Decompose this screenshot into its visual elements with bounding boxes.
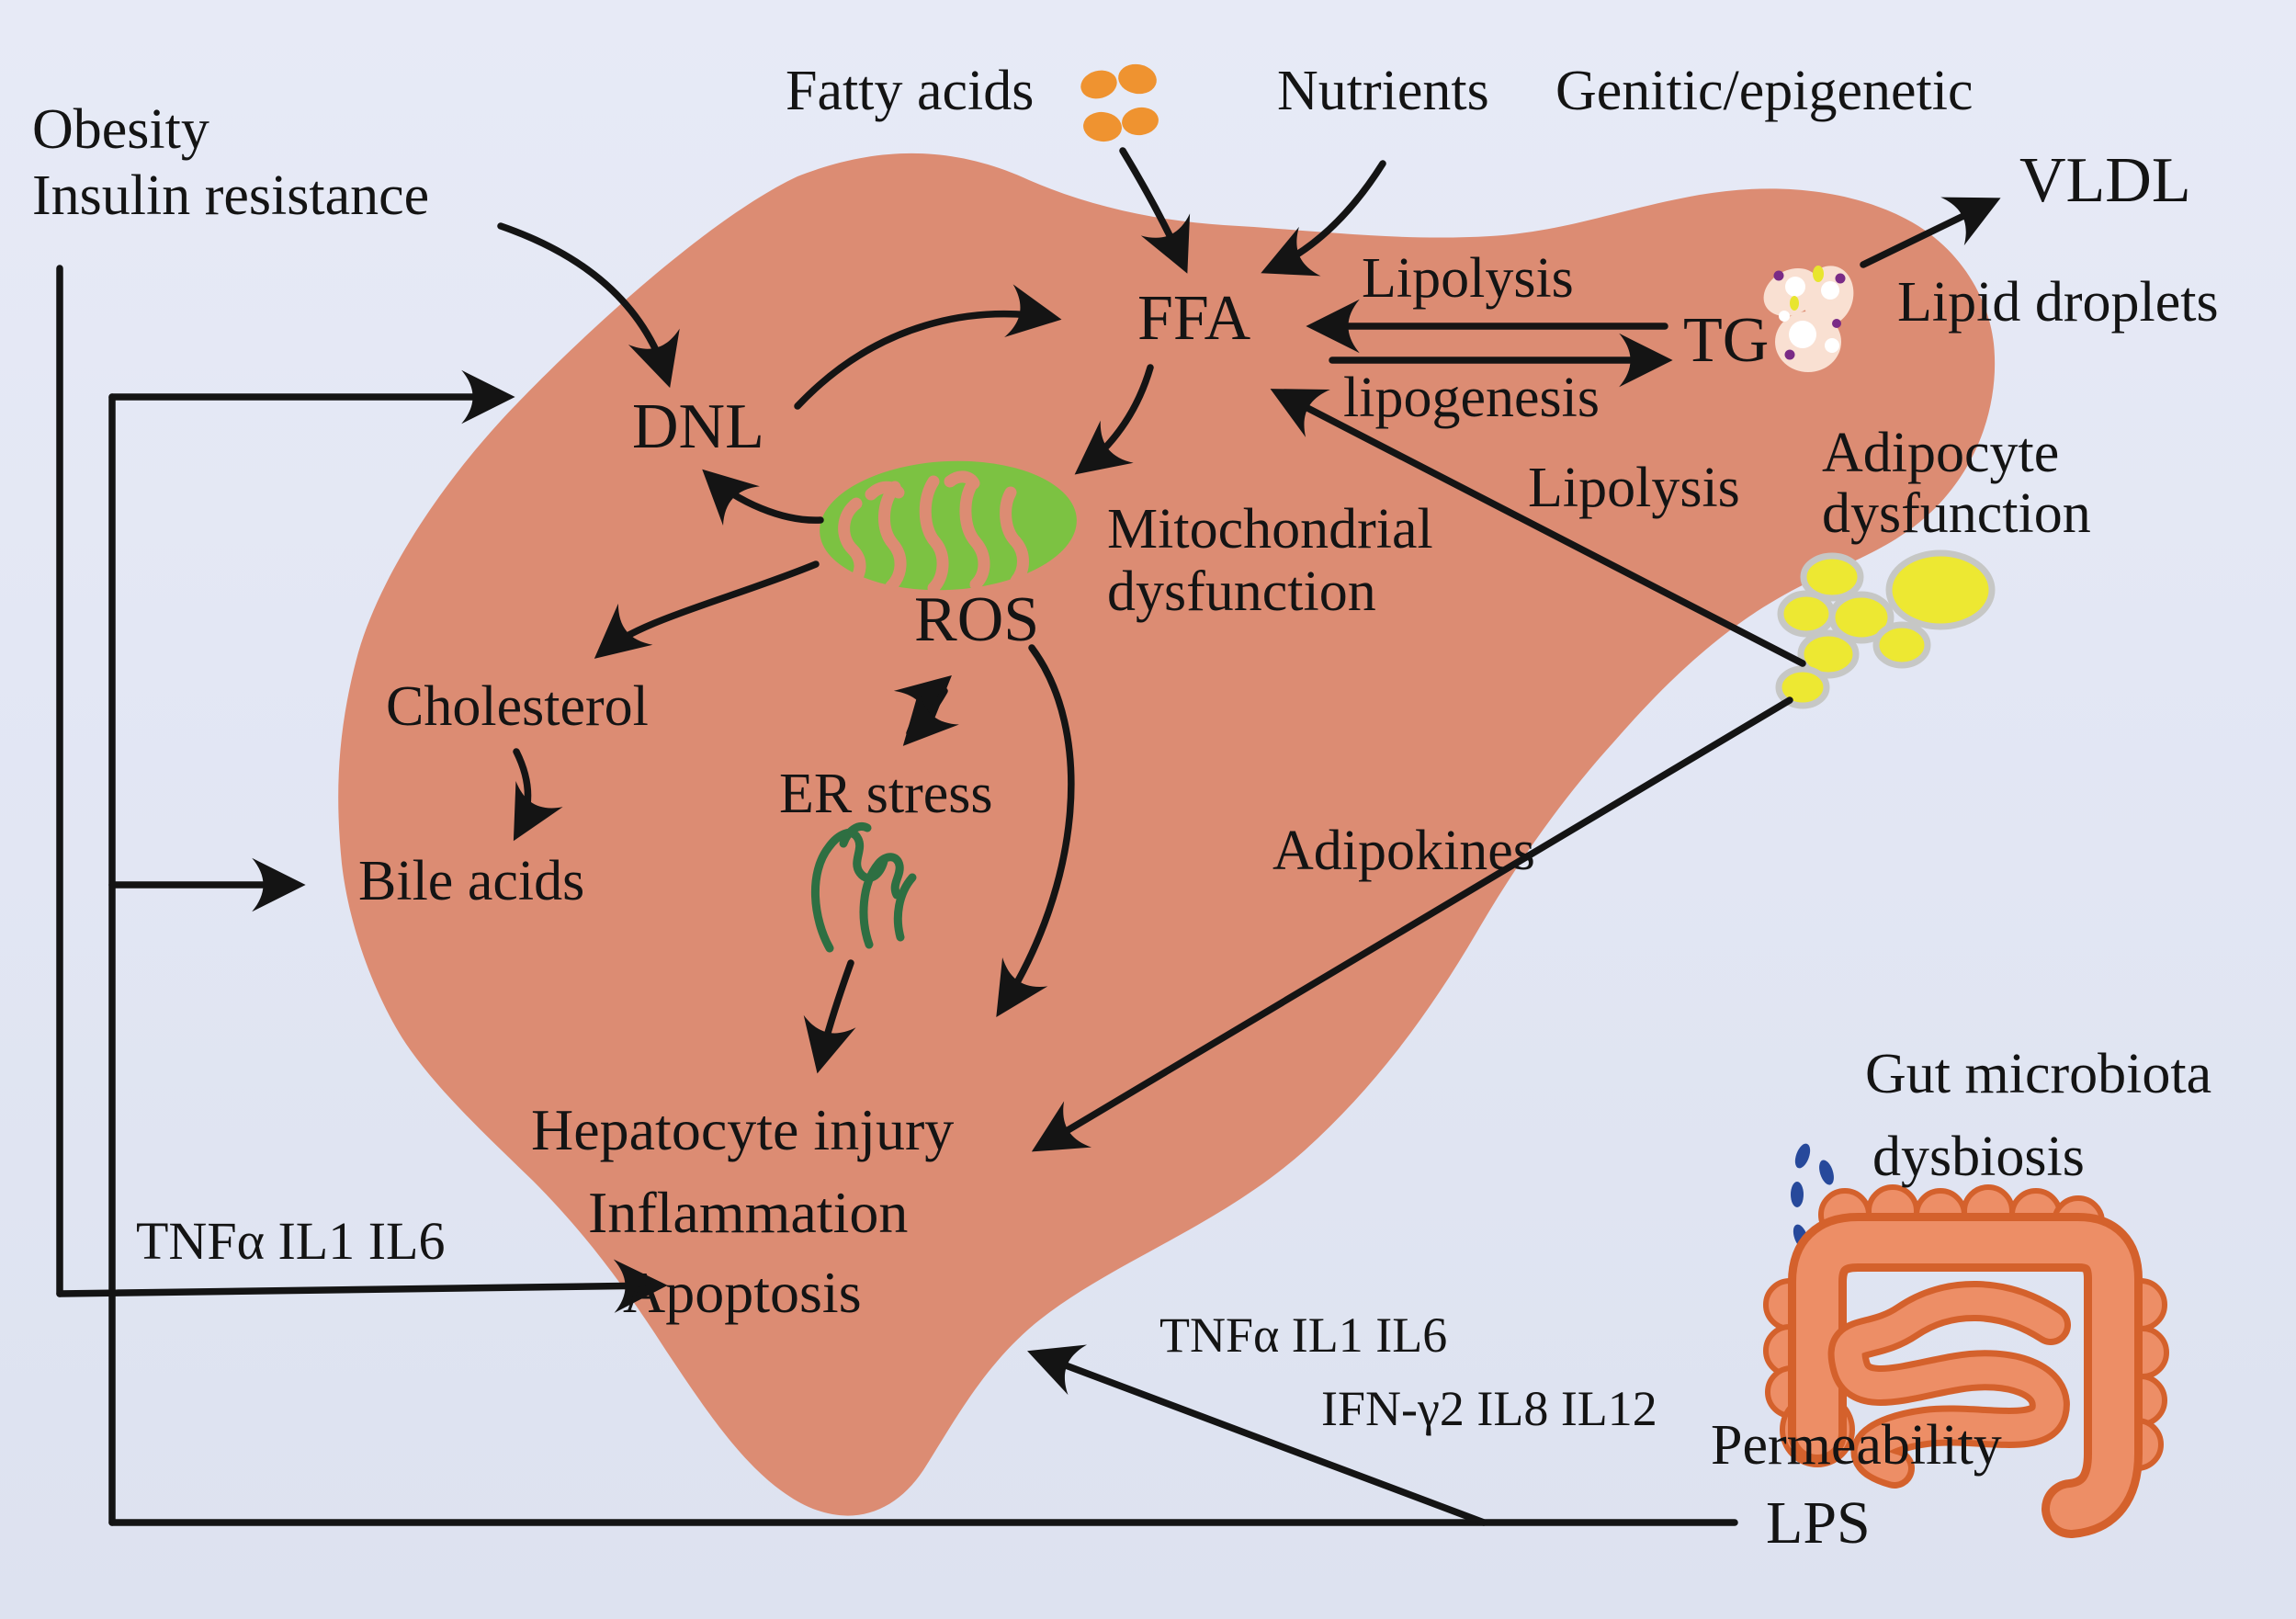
fatty-acid-dots-icon (1080, 63, 1159, 142)
adipocyte-cells-icon (1775, 549, 1996, 709)
label-vldl: VLDL (2019, 145, 2191, 216)
adipokines-arrow (1031, 696, 1793, 1152)
label-er-stress: ER stress (779, 763, 993, 825)
label-lipid-droplets: Lipid droplets (1897, 271, 2219, 334)
label-bile-acids: Bile acids (358, 850, 585, 912)
er-stress-icon (811, 822, 917, 953)
label-ros: ROS (914, 584, 1040, 655)
cholesterol-to-bile-arrow (513, 748, 563, 842)
label-lipolysis-right: Lipolysis (1528, 457, 1740, 519)
label-dnl: DNL (632, 391, 764, 462)
label-ifn-il: IFN-γ2 IL8 IL12 (1321, 1381, 1657, 1436)
mito-to-cholesterol-arrow (594, 560, 820, 659)
vldl-arrow (1860, 197, 2001, 268)
mito-to-dnl-arrow (702, 469, 824, 526)
label-lipogenesis: lipogenesis (1343, 367, 1600, 429)
label-cholesterol: Cholesterol (386, 675, 649, 738)
label-tnf-mid: TNFα IL1 IL6 (1159, 1308, 1448, 1363)
label-fatty-acids: Fatty acids (786, 60, 1035, 122)
lipolysis-right-arrow (1270, 389, 1806, 667)
insulin-to-dnl-arrow (497, 222, 680, 389)
nutrients-to-ffa-arrow (1261, 160, 1386, 277)
ros-to-injury-arrow (996, 644, 1075, 1017)
label-adipocyte-line2: dysfunction (1822, 482, 2091, 545)
label-genetic-epigenetic: Genitic/epigenetic (1555, 60, 1974, 122)
label-lipolysis-top: Lipolysis (1362, 247, 1574, 310)
mitochondrion-icon (820, 460, 1077, 594)
label-tnf-left: TNFα IL1 IL6 (136, 1211, 446, 1271)
dnl-to-ffa-arrow (794, 284, 1062, 410)
ffa-to-mito-arrow (1074, 364, 1154, 475)
label-tg: TG (1683, 305, 1770, 376)
label-mitochondrial-line2: dysfunction (1107, 560, 1376, 623)
lipid-droplet-icon (1763, 266, 1854, 372)
fatty-acids-to-ffa-arrow (1119, 147, 1191, 274)
label-hepatocyte-injury: Hepatocyte injury (531, 1097, 955, 1162)
label-nutrients: Nutrients (1277, 60, 1489, 122)
tnf-left-arrow (56, 1259, 668, 1313)
label-adipokines: Adipokines (1272, 820, 1535, 882)
ros-er-arrow-down (902, 687, 959, 746)
label-gut-microbiota-line1: Gut microbiota (1865, 1043, 2212, 1105)
label-adipocyte-line1: Adipocyte (1822, 422, 2060, 484)
label-gut-microbiota-line2: dysbiosis (1872, 1126, 2085, 1188)
intestine-icon (1763, 1184, 2169, 1538)
ifn-cytokine-arrow (1027, 1344, 1487, 1526)
label-ffa: FFA (1137, 283, 1251, 354)
label-lps: LPS (1766, 1489, 1871, 1557)
label-mitochondrial-line1: Mitochondrial (1107, 498, 1433, 560)
label-insulin-resistance: Insulin resistance (32, 164, 430, 227)
label-obesity: Obesity (32, 98, 209, 161)
label-permeability: Permeability (1711, 1414, 2002, 1477)
label-inflammation: Inflammation (588, 1180, 909, 1245)
er-to-injury-arrow (803, 959, 856, 1074)
label-apoptosis: Apoptosis (623, 1260, 862, 1325)
